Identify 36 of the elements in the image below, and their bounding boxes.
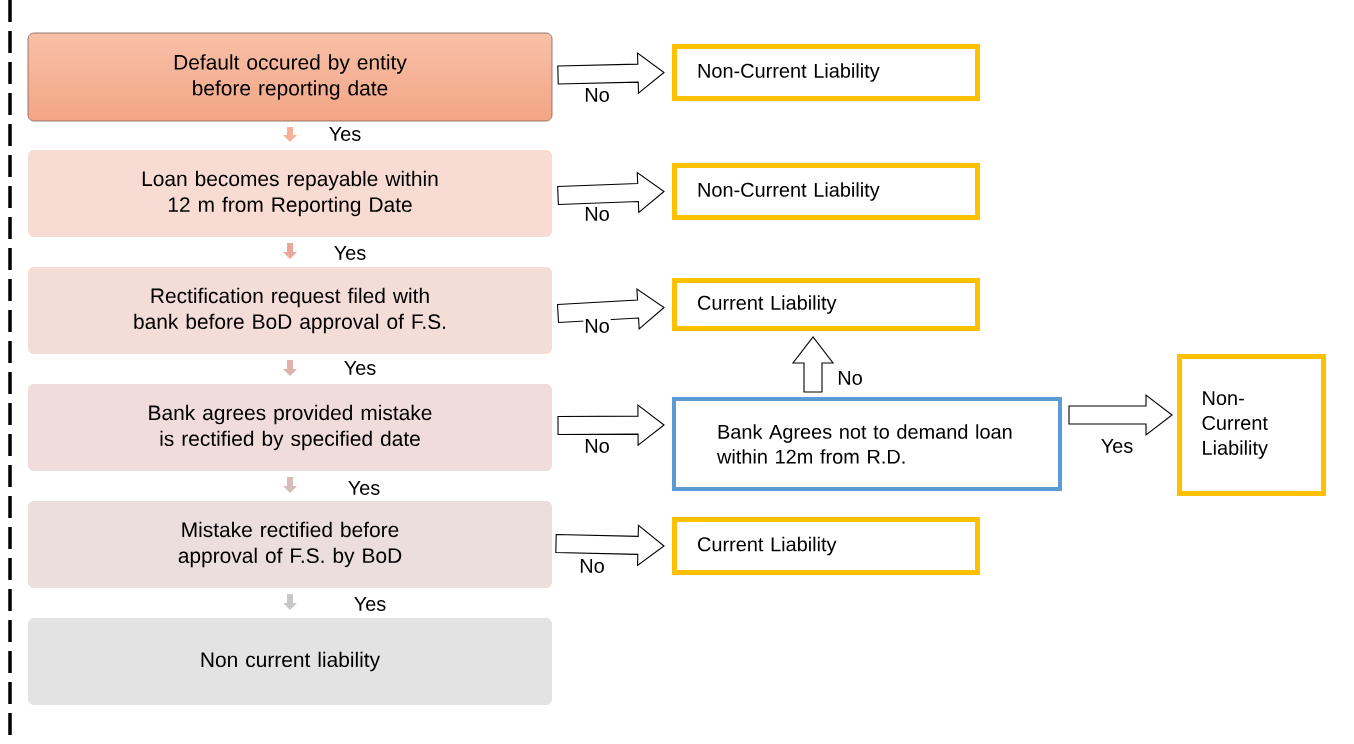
result-box: Current Liability (672, 517, 980, 575)
result-box: Non-Current Liability (672, 163, 980, 220)
edge-label: No (583, 318, 611, 334)
result-box: Non-Current Liability (1177, 354, 1326, 496)
edge-label: No (583, 87, 611, 103)
block-arrow (283, 594, 297, 610)
block-arrow (283, 243, 297, 259)
result-box: Non-Current Liability (672, 44, 980, 101)
step-box: Non current liability (28, 618, 552, 705)
edge-label: Yes (332, 245, 368, 261)
block-arrow (283, 360, 297, 376)
block-arrow (557, 171, 665, 214)
block-arrow (1068, 393, 1173, 437)
decision-box: Bank Agrees not to demand loan within 12m from R.D. (672, 397, 1062, 491)
edge-label: Yes (1099, 438, 1135, 454)
edge-label: Yes (352, 596, 388, 612)
block-arrow (283, 127, 297, 142)
block-arrow (557, 404, 665, 447)
block-arrow (283, 477, 297, 493)
block-arrow (555, 524, 665, 567)
step-box: Default occured by entity before reporting date (27, 32, 553, 122)
step-box: Bank agrees provided mistake is rectified by specified date (28, 384, 552, 471)
edge-label: No (583, 206, 611, 222)
block-arrow (556, 287, 665, 331)
edge-label: No (583, 438, 611, 454)
block-arrow (791, 336, 835, 393)
result-box: Current Liability (672, 278, 980, 331)
edge-label: Yes (346, 480, 382, 496)
step-box: Rectification request filed with bank before BoD approval of F.S. (28, 267, 552, 354)
edge-label: No (836, 370, 864, 386)
step-box: Loan becomes repayable within 12 m from Reporting Date (28, 150, 552, 237)
step-box: Mistake rectified before approval of F.S. by BoD (28, 501, 552, 588)
edge-label: Yes (327, 126, 363, 142)
edge-label: No (578, 558, 606, 574)
edge-label: Yes (342, 360, 378, 376)
block-arrow (557, 52, 665, 95)
